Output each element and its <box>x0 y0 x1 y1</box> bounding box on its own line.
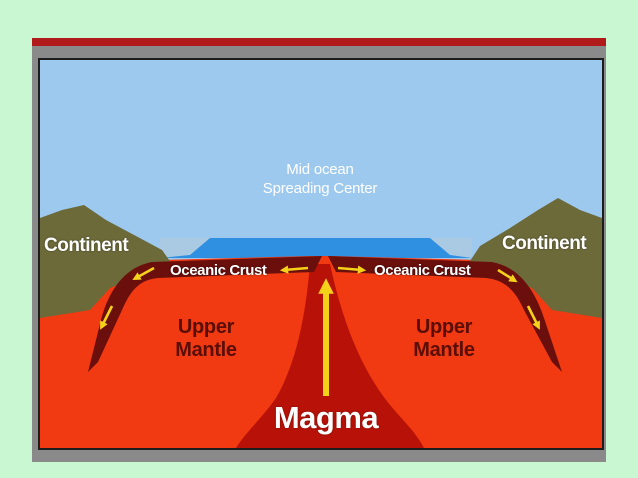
oceanic-crust-right <box>328 256 562 372</box>
mid-ocean-title: Mid ocean Spreading Center <box>230 160 410 198</box>
upper-mantle-right-line1: Upper <box>415 316 473 338</box>
diagram-canvas <box>40 60 602 448</box>
upper-mantle-left-line2: Mantle <box>175 339 237 361</box>
continent-right-label: Continent <box>502 233 587 254</box>
mid-ocean-line2: Spreading Center <box>262 180 378 197</box>
upper-mantle-right-line2: Mantle <box>413 339 475 361</box>
magma-plume <box>236 264 424 448</box>
continent-left <box>40 205 172 318</box>
upper-mantle-left-label: Upper Mantle <box>164 316 248 362</box>
arrow-icon <box>526 305 540 330</box>
oceanic-crust-left-label: Oceanic Crust <box>170 262 267 279</box>
upper-mantle-left-line1: Upper <box>177 316 235 338</box>
magma-label: Magma <box>273 400 379 435</box>
mid-ocean-line1: Mid ocean <box>286 161 354 178</box>
continent-right <box>468 198 602 318</box>
frame-top-bar <box>32 38 606 46</box>
spreading-center-diagram: Mid ocean Spreading Center Continent Con… <box>38 58 604 450</box>
arrow-icon <box>100 305 114 330</box>
ocean <box>160 238 472 258</box>
arrow-icon <box>132 266 155 281</box>
arrow-icon <box>337 265 367 274</box>
oceanic-crust-right-label: Oceanic Crust <box>374 262 471 279</box>
spreading-arrows <box>100 265 540 330</box>
upper-mantle-right-label: Upper Mantle <box>402 316 486 362</box>
continent-left-label: Continent <box>44 235 129 256</box>
ocean-shallow <box>160 238 472 258</box>
arrow-icon <box>279 265 309 274</box>
arrow-icon <box>497 268 518 283</box>
